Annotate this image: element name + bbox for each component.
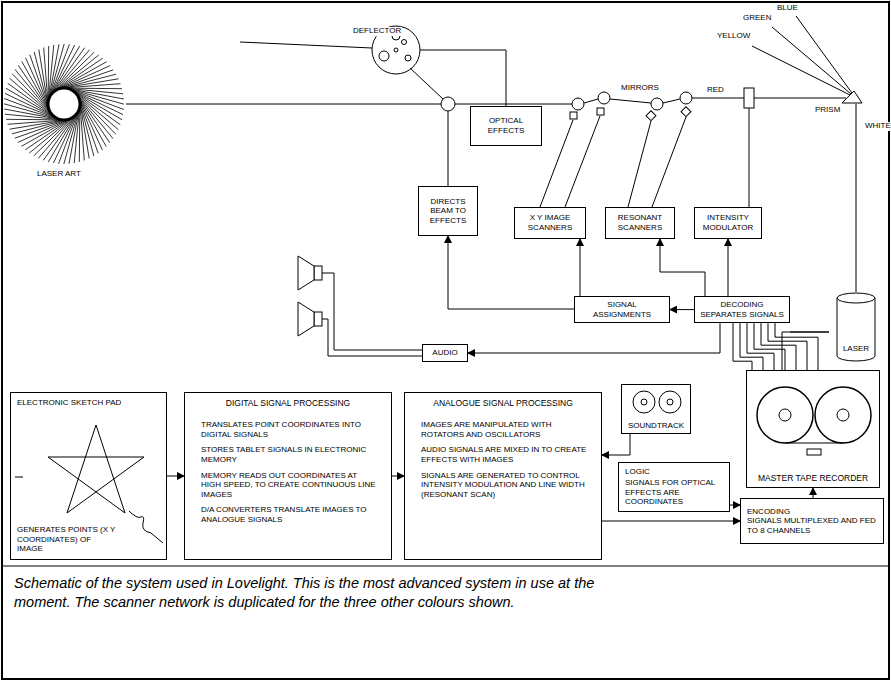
channel-wire: [768, 323, 807, 370]
channel-wire: [761, 323, 796, 370]
box-text: MASTER TAPE RECORDER: [751, 473, 875, 483]
caption: Schematic of the system used in Loveligh…: [14, 574, 614, 612]
box-text: RESONANT SCANNERS: [610, 213, 670, 232]
art-stroke: [60, 79, 119, 89]
part-label: RED: [706, 86, 725, 95]
audio-box: AUDIO: [422, 344, 468, 362]
laser-tube: LASER: [836, 292, 876, 362]
part-label: BLUE: [776, 4, 799, 13]
art-stroke: [34, 52, 49, 110]
panel-heading: ANALOGUE SIGNAL PROCESSING: [411, 398, 595, 408]
connector: [728, 239, 729, 296]
box-text: TRANSLATES POINT COORDINATES INTO DIGITA…: [201, 420, 379, 439]
box-text: D/A CONVERTERS TRANSLATE IMAGES TO ANALO…: [201, 505, 379, 524]
modulator-box: INTENSITY MODULATOR: [694, 207, 762, 239]
scanner-box: X Y IMAGE SCANNERS: [514, 207, 586, 239]
box-text: STORES TABLET SIGNALS IN ELECTRONIC MEMO…: [201, 445, 379, 464]
part-label: DEFLECTOR: [352, 27, 402, 36]
connector: [468, 323, 720, 353]
connector: [602, 434, 630, 455]
box-text: SIGNALS FOR OPTICAL EFFECTS ARE COORDINA…: [625, 478, 723, 507]
art-stroke: [39, 50, 49, 109]
scanner-box: RESONANT SCANNERS: [605, 207, 675, 239]
caption-rule: [2, 566, 889, 567]
box-text: IMAGES ARE MANIPULATED WITH ROTATORS AND…: [421, 420, 589, 439]
part-label: MIRRORS: [620, 84, 660, 93]
sketch-pad: ELECTRONIC SKETCH PAD GENERATES POINTS (X…: [10, 392, 167, 560]
art-stroke: [10, 120, 69, 130]
box-text: SIGNAL ASSIGNMENTS: [579, 300, 665, 319]
logic-box: LOGICSIGNALS FOR OPTICAL EFFECTS ARE COO…: [618, 462, 730, 512]
connector: [580, 239, 581, 296]
channel-wire: [740, 323, 763, 370]
art-stroke: [59, 74, 117, 89]
box-heading: LOGIC: [625, 467, 723, 477]
connector: [782, 332, 829, 370]
channel-wire: [754, 323, 785, 370]
connector: [730, 505, 740, 506]
box-heading: ENCODING: [747, 507, 877, 517]
panel-heading: DIGITAL SIGNAL PROCESSING: [191, 398, 385, 408]
box-text: DIRECTS BEAM TO EFFECTS: [423, 197, 473, 226]
connector: [167, 476, 184, 477]
part-label: YELLOW: [716, 32, 751, 41]
art-stroke: [79, 99, 94, 157]
tape-recorder: MASTER TAPE RECORDER: [746, 370, 880, 488]
box-text: SOUNDTRACK: [626, 421, 686, 431]
connector: [448, 236, 574, 309]
part-label: LASER ART: [36, 170, 82, 179]
decoder-box: DECODING SEPARATES SIGNALS: [694, 296, 790, 323]
part-label: WHITE: [864, 122, 891, 131]
art-stroke: [12, 119, 70, 134]
art-stroke: [80, 101, 85, 160]
channel-wire: [775, 323, 818, 370]
process-box: DIRECTS BEAM TO EFFECTS: [418, 186, 478, 236]
loudspeakers: [298, 256, 422, 356]
tape-reels: [622, 385, 692, 419]
encoder-box: ENCODINGSIGNALS MULTIPLEXED AND FED TO 8…: [740, 498, 884, 544]
connector: [660, 239, 705, 296]
art-stroke: [44, 48, 49, 107]
connector: [602, 521, 740, 522]
box-text: INTENSITY MODULATOR: [699, 213, 757, 232]
panel-heading: ELECTRONIC SKETCH PAD: [17, 398, 160, 408]
connector: [670, 309, 694, 310]
box-text: SIGNALS ARE GENERATED TO CONTROL INTENSI…: [421, 471, 589, 500]
beam-paths: [126, 16, 862, 292]
box-text: AUDIO: [427, 348, 463, 358]
process-panel: DIGITAL SIGNAL PROCESSING TRANSLATES POIN…: [184, 392, 392, 560]
effects-box: OPTICAL EFFECTS: [470, 106, 542, 146]
laser-art: [4, 44, 124, 164]
box-text: AUDIO SIGNALS ARE MIXED IN TO CREATE EFF…: [421, 445, 589, 464]
part-label: GREEN: [742, 14, 772, 23]
art-stroke: [80, 100, 90, 159]
box-text: SIGNALS MULTIPLEXED AND FED TO 8 CHANNEL…: [747, 516, 877, 535]
box-text: DECODING SEPARATES SIGNALS: [699, 300, 785, 319]
art-stroke: [8, 120, 67, 125]
connector: [392, 476, 404, 477]
process-panel: ANALOGUE SIGNAL PROCESSING IMAGES ARE MAN…: [404, 392, 602, 560]
box-text: LASER: [837, 344, 875, 354]
soundtrack-deck: SOUNDTRACK: [621, 384, 691, 434]
art-stroke: [61, 84, 120, 89]
laser-art-centre: [48, 88, 80, 120]
tape-reels: [747, 371, 881, 463]
part-label: PRISM: [814, 106, 841, 115]
box-text: GENERATES POINTS (X Y COORDINATES) OF IM…: [17, 525, 117, 554]
process-box: SIGNAL ASSIGNMENTS: [574, 296, 670, 323]
channel-wire: [733, 323, 752, 370]
connector: [813, 488, 814, 498]
box-text: OPTICAL EFFECTS: [475, 116, 537, 135]
box-text: X Y IMAGE SCANNERS: [519, 213, 581, 232]
box-text: MEMORY READS OUT COORDINATES AT HIGH SPE…: [201, 471, 379, 500]
